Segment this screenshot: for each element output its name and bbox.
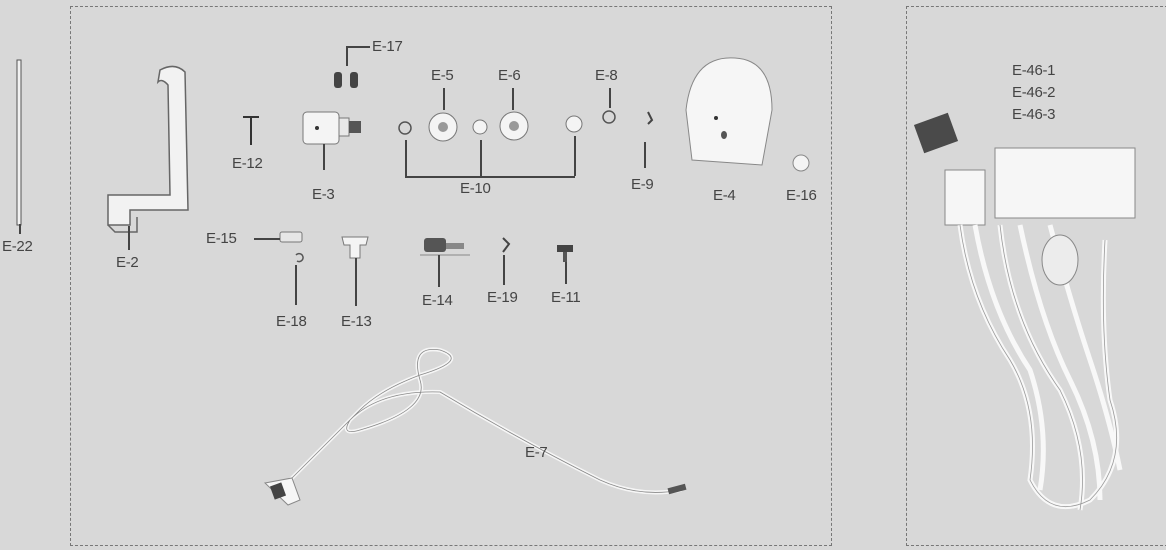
- leader-e6: [512, 88, 514, 110]
- label-e17: E-17: [372, 38, 403, 55]
- part-e12-pin: [243, 117, 259, 145]
- label-e4: E-4: [713, 187, 735, 204]
- leader-e9: [644, 142, 646, 168]
- label-e3: E-3: [312, 186, 334, 203]
- label-e22: E-22: [2, 238, 33, 255]
- part-e14-motor: [420, 238, 470, 255]
- label-e16: E-16: [786, 187, 817, 204]
- leader-e14: [438, 255, 440, 287]
- part-e15-bracket: [280, 232, 302, 242]
- part-e3-hub: [303, 112, 361, 144]
- part-e13-clamp: [342, 237, 368, 258]
- label-e19: E-19: [487, 289, 518, 306]
- label-e46-3: E-46-3: [1012, 106, 1055, 123]
- label-e10: E-10: [460, 180, 491, 197]
- label-e2: E-2: [116, 254, 138, 271]
- leader-e5: [443, 88, 445, 110]
- leader-e17: [346, 46, 348, 66]
- label-e18: E-18: [276, 313, 307, 330]
- label-e12: E-12: [232, 155, 263, 172]
- label-e5: E-5: [431, 67, 453, 84]
- leader-e17-h: [346, 46, 370, 48]
- label-e8: E-8: [595, 67, 617, 84]
- part-e7-plugs: [265, 478, 686, 505]
- label-e13: E-13: [341, 313, 372, 330]
- label-e46-1: E-46-1: [1012, 62, 1055, 79]
- leader-e10-b: [480, 140, 482, 176]
- leader-e10-h: [405, 176, 575, 178]
- part-e22-rod: [17, 60, 21, 225]
- part-e18-hook: [296, 254, 303, 262]
- leader-e19: [503, 255, 505, 285]
- leader-e2: [128, 226, 130, 250]
- label-e15: E-15: [206, 230, 237, 247]
- leader-e3: [323, 144, 325, 170]
- leader-e22: [19, 224, 21, 234]
- part-e7-cable: [290, 349, 680, 492]
- label-e9: E-9: [631, 176, 653, 193]
- part-e4-housing: [686, 58, 772, 165]
- part-e5-gear: [429, 113, 457, 141]
- label-e6: E-6: [498, 67, 520, 84]
- leader-e10-c: [574, 136, 576, 176]
- part-e16-cap: [793, 155, 809, 171]
- label-e7: E-7: [525, 444, 547, 461]
- part-e8-ring: [603, 111, 615, 123]
- part-e2-crank: [108, 66, 188, 232]
- leader-e18: [295, 265, 297, 305]
- label-e14: E-14: [422, 292, 453, 309]
- part-e9-clip: [648, 112, 652, 124]
- leader-e15: [254, 238, 280, 240]
- part-e11-screw: [557, 245, 573, 262]
- part-e17-springs: [334, 72, 358, 88]
- leader-e10-a: [405, 140, 407, 176]
- label-e11: E-11: [551, 289, 580, 306]
- leader-e11: [565, 262, 567, 284]
- label-e46-2: E-46-2: [1012, 84, 1055, 101]
- part-e46-cable-bundle: [914, 113, 1135, 510]
- leader-e13: [355, 258, 357, 306]
- part-e6-gear: [500, 112, 528, 140]
- leader-e8: [609, 88, 611, 108]
- part-e19-latch: [503, 238, 509, 252]
- part-e10-washers: [399, 116, 582, 134]
